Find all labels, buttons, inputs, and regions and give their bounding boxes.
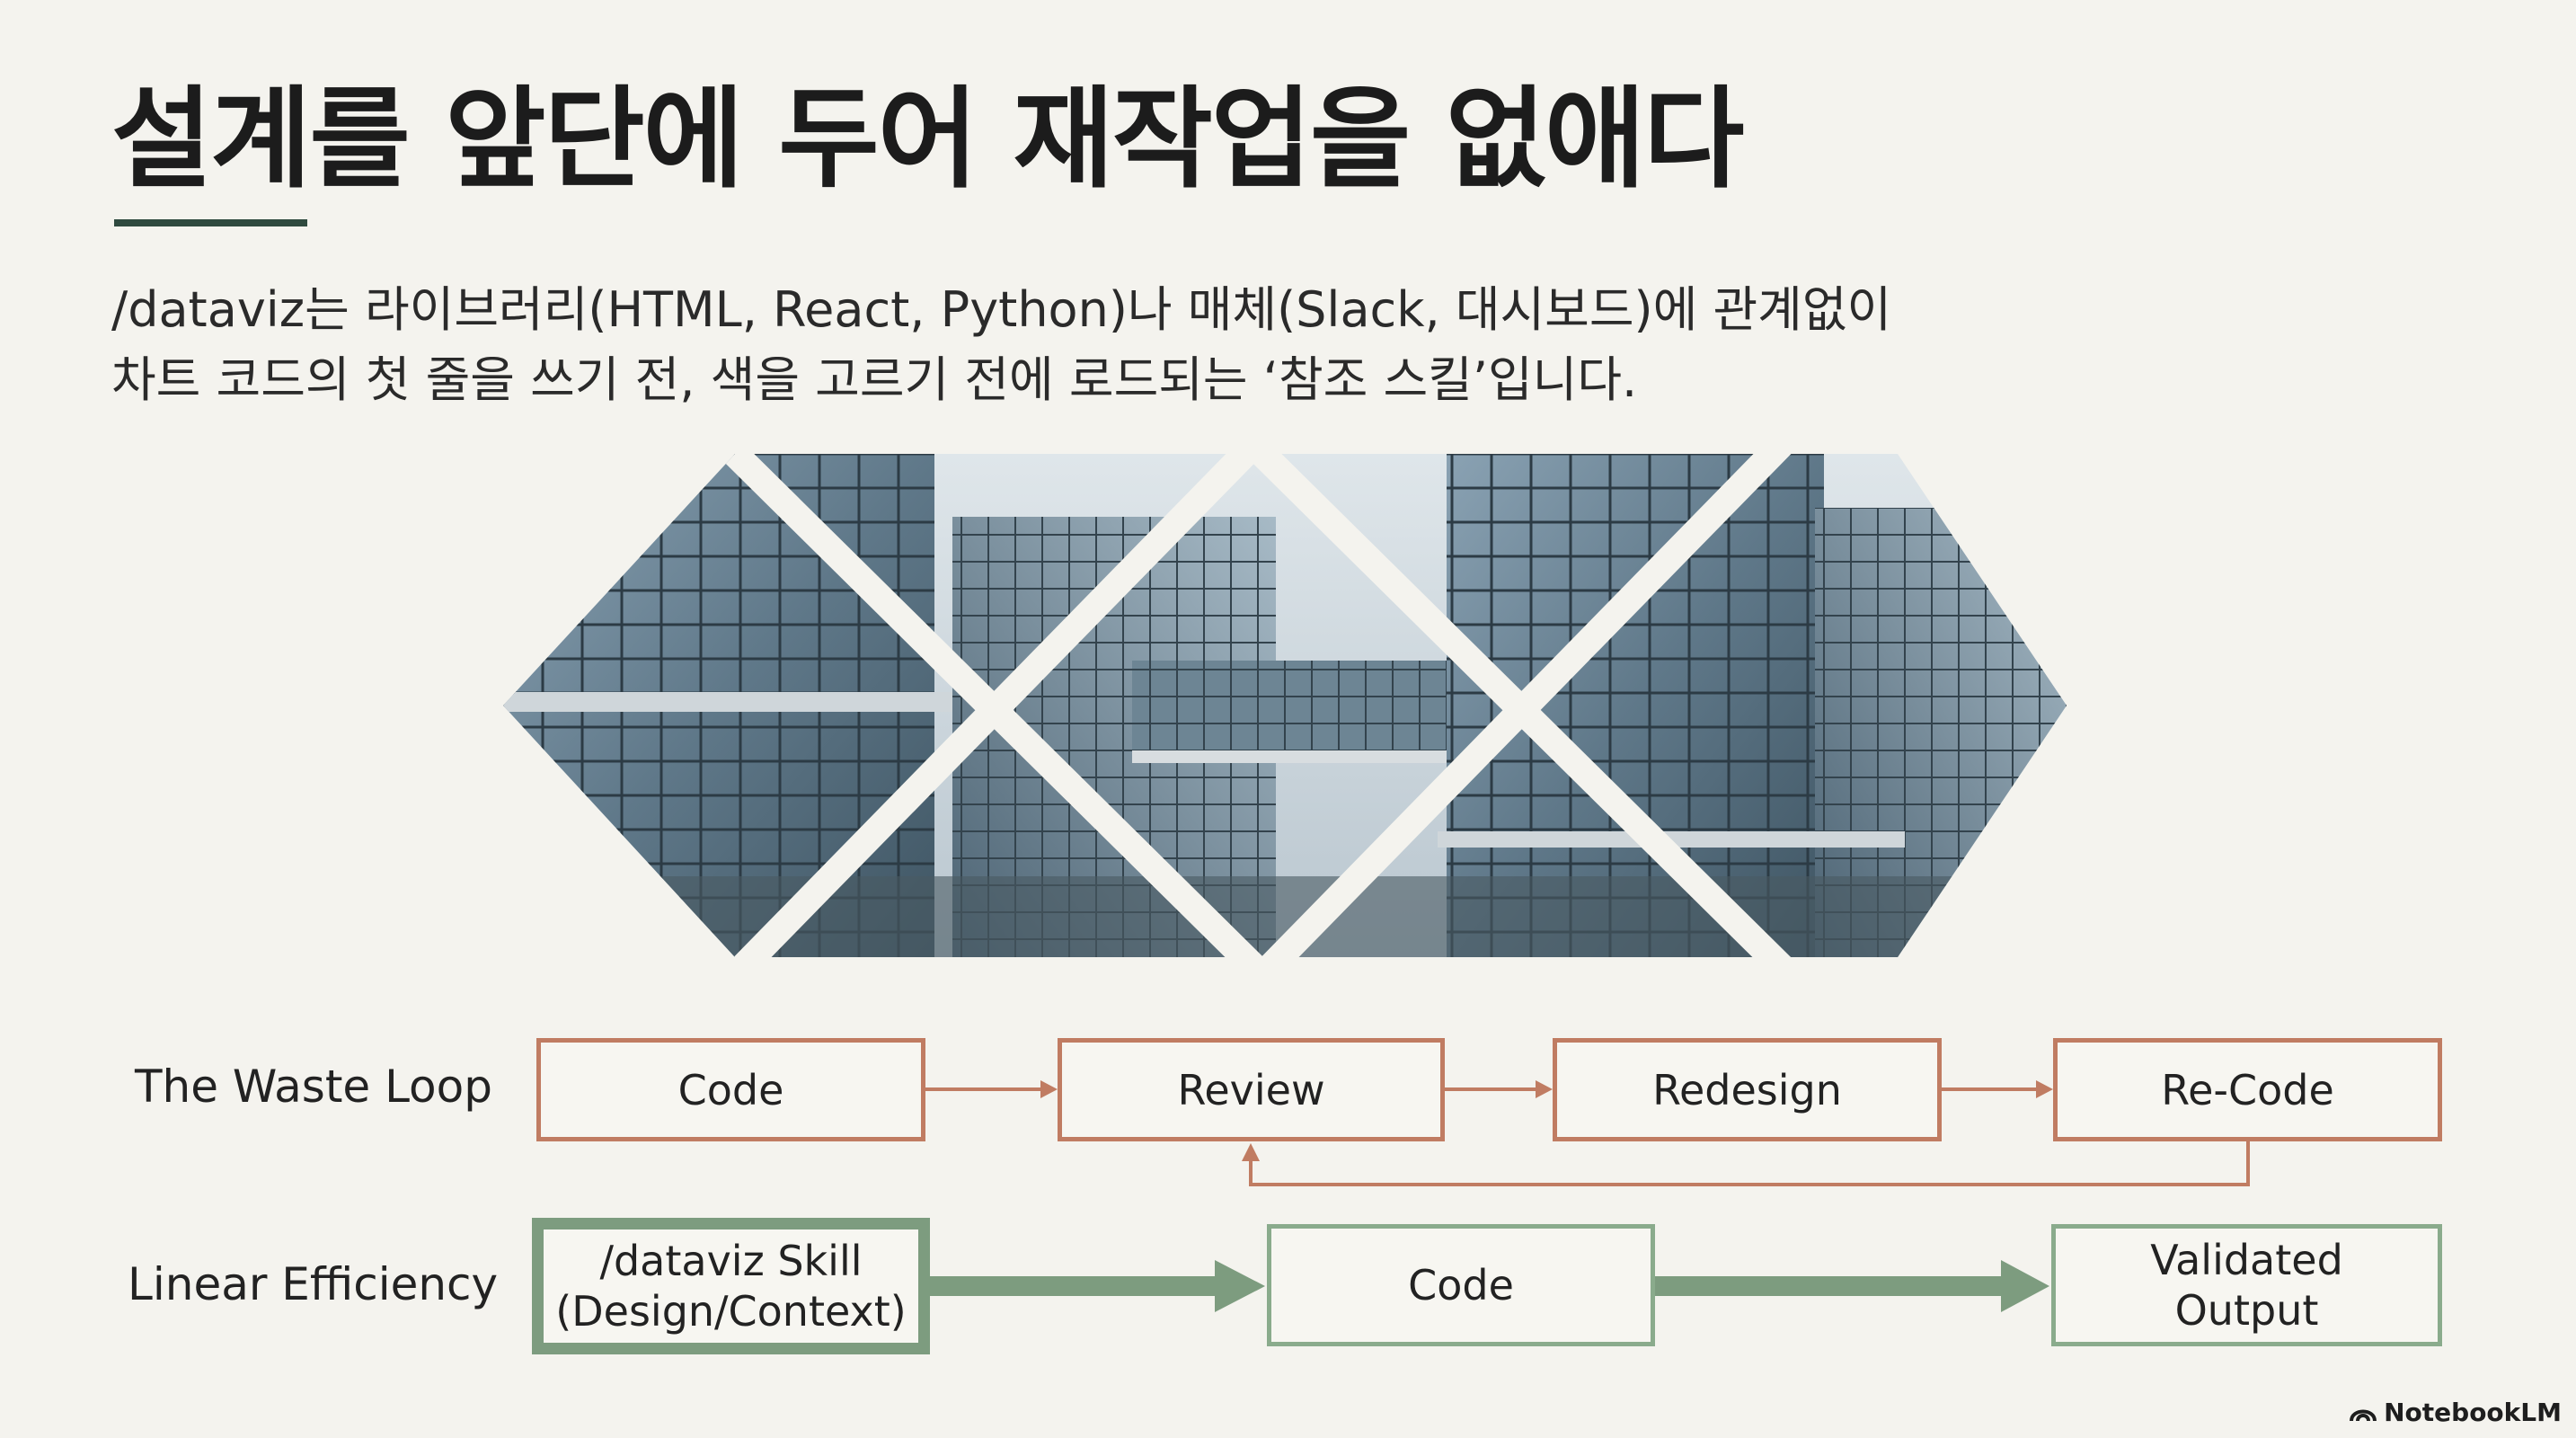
waste-recode-box: Re-Code bbox=[2053, 1038, 2442, 1141]
arrow-recode-back-to-review bbox=[1249, 1141, 2250, 1186]
notebooklm-logo-icon bbox=[2350, 1409, 2377, 1421]
validated-output-line-2: Output bbox=[2174, 1286, 2319, 1335]
subtitle-line-2: 차트 코드의 첫 줄을 쓰기 전, 색을 고르기 전에 로드되는 ‘참조 스킬’… bbox=[111, 351, 1638, 408]
waste-redesign-box: Redesign bbox=[1553, 1038, 1942, 1141]
validated-output-line-1: Validated bbox=[2150, 1236, 2343, 1284]
dataviz-skill-line-1: /dataviz Skill bbox=[599, 1237, 863, 1285]
slide-title: 설계를 앞단에 두어 재작업을 없애다 bbox=[111, 75, 1744, 203]
waste-recode-text: Re-Code bbox=[2161, 1065, 2334, 1114]
waste-review-text: Review bbox=[1177, 1065, 1325, 1114]
waste-redesign-text: Redesign bbox=[1652, 1065, 1842, 1114]
title-underline bbox=[114, 219, 307, 226]
dataviz-skill-box: /dataviz Skill (Design/Context) bbox=[532, 1218, 930, 1354]
waste-loop-label: The Waste Loop bbox=[135, 1061, 492, 1113]
subtitle-line-1: /dataviz는 라이브러리(HTML, React, Python)나 매체… bbox=[111, 281, 1892, 338]
brand-name: NotebookLM bbox=[2384, 1398, 2562, 1427]
waste-review-box: Review bbox=[1058, 1038, 1445, 1141]
arrow-skill-to-code bbox=[930, 1276, 1217, 1296]
dataviz-skill-line-2: (Design/Context) bbox=[555, 1287, 907, 1336]
waste-code-text: Code bbox=[677, 1065, 784, 1114]
efficiency-code-text: Code bbox=[1408, 1261, 1514, 1309]
arrow-code-to-output bbox=[1655, 1276, 2004, 1296]
slide-subtitle: /dataviz는 라이브러리(HTML, React, Python)나 매체… bbox=[111, 275, 1891, 415]
building-collage-image bbox=[503, 454, 2067, 957]
validated-output-box: Validated Output bbox=[2051, 1224, 2442, 1346]
notebooklm-brand: NotebookLM bbox=[2350, 1398, 2562, 1427]
waste-code-box: Code bbox=[536, 1038, 925, 1141]
linear-efficiency-label: Linear Efficiency bbox=[128, 1258, 499, 1310]
efficiency-code-box: Code bbox=[1267, 1224, 1655, 1346]
